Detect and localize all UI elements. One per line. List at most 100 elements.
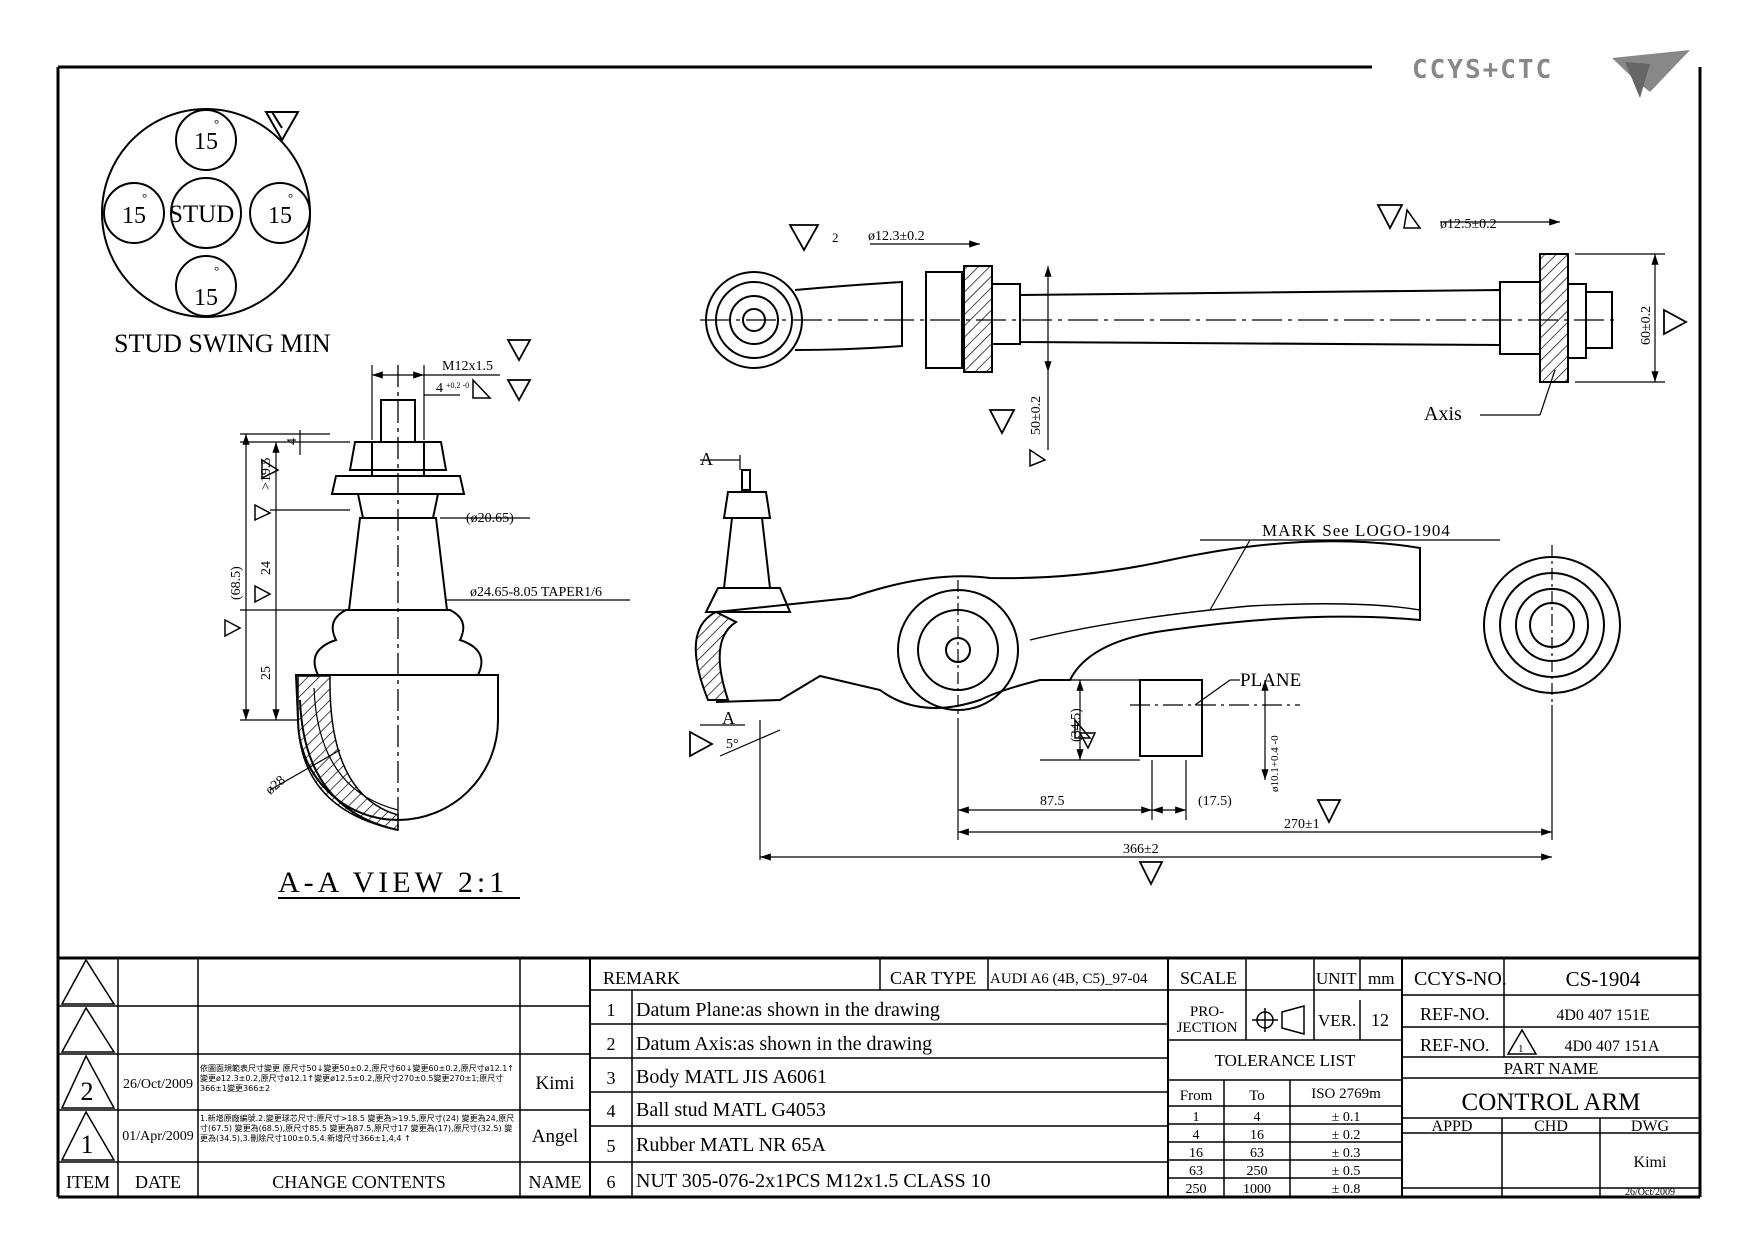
dim-taper: ø24.65-8.05 TAPER1/6 — [470, 585, 602, 600]
svg-text:ISO 2769m: ISO 2769m — [1311, 1086, 1381, 1102]
drawn-date: 26/Oct/2009 — [1625, 1187, 1675, 1198]
dim-dia-left: ø12.3±0.2 — [868, 229, 925, 244]
title-block-grid — [1402, 958, 1700, 1197]
company-logo: CCYS+CTC — [1412, 50, 1690, 98]
svg-text:°: ° — [142, 190, 147, 205]
remark-1: Datum Plane:as shown in the drawing — [636, 999, 940, 1021]
part-name-label: PART NAME — [1504, 1059, 1599, 1078]
unit-value: mm — [1368, 969, 1394, 988]
part-name-value: CONTROL ARM — [1462, 1089, 1641, 1116]
svg-text:6: 6 — [607, 1172, 616, 1192]
remark-5: Rubber MATL NR 65A — [636, 1134, 826, 1156]
svg-text:± 0.1: ± 0.1 — [1332, 1110, 1361, 1125]
dim-thread-length: 4 — [436, 381, 443, 396]
stud-swing-labels: 15 15 15 15 ° ° ° ° STUD STUD SWING MIN — [114, 116, 331, 358]
drawn-by: Kimi — [1634, 1154, 1667, 1171]
unit-label: UNIT — [1316, 969, 1357, 988]
remark-table: REMARK CAR TYPE AUDI A6 (4B, C5)_97-04 1… — [603, 968, 1148, 1192]
section-marker-a-bottom: A — [722, 708, 735, 728]
svg-text:250: 250 — [1186, 1182, 1207, 1197]
header-change: CHANGE CONTENTS — [272, 1172, 446, 1192]
rev-change-2: 依圖面規範表尺寸變更 原尺寸50↓變更50±0.2,原尺寸60↓變更60±0.2… — [200, 1064, 515, 1093]
spec-grid — [1168, 958, 1403, 1197]
tolerance-title: TOLERANCE LIST — [1215, 1051, 1356, 1070]
swing-angle-left: 15 — [122, 203, 146, 229]
remark-4: Ball stud MATL G4053 — [636, 1099, 826, 1121]
svg-text:63: 63 — [1189, 1164, 1203, 1179]
svg-text:± 0.2: ± 0.2 — [1332, 1128, 1361, 1143]
dim-34-5: (34.5) — [1069, 708, 1084, 742]
dim-19-5: >19.5 — [259, 458, 274, 490]
section-view-dims — [224, 339, 630, 899]
dim-366: 366±2 — [1123, 842, 1159, 857]
ver-value: 12 — [1371, 1010, 1389, 1030]
front-view-dims — [689, 455, 1553, 887]
scale-label: SCALE — [1180, 968, 1237, 988]
svg-text:250: 250 — [1247, 1164, 1268, 1179]
front-view — [694, 469, 1621, 757]
svg-text:5: 5 — [607, 1136, 616, 1156]
appd-label: APPD — [1432, 1118, 1473, 1135]
dim-270: 270±1 — [1284, 817, 1320, 832]
logo-text: CCYS+CTC — [1412, 55, 1553, 85]
chd-label: CHD — [1534, 1118, 1568, 1135]
svg-text:1: 1 — [607, 1000, 616, 1020]
dim-24: 24 — [259, 561, 274, 575]
svg-text:4: 4 — [1193, 1128, 1200, 1143]
ref-no-value-2: 4D0 407 151A — [1564, 1038, 1660, 1055]
remark-2: Datum Axis:as shown in the drawing — [636, 1033, 932, 1055]
svg-text:4: 4 — [607, 1101, 616, 1121]
svg-text:From: From — [1180, 1088, 1213, 1104]
rev-date-1: 01/Apr/2009 — [122, 1129, 194, 1144]
rev-date-2: 26/Oct/2009 — [123, 1077, 193, 1092]
car-type-value: AUDI A6 (4B, C5)_97-04 — [990, 971, 1148, 987]
svg-text:°: ° — [214, 263, 219, 278]
ver-label: VER. — [1318, 1011, 1356, 1030]
svg-text:63: 63 — [1250, 1146, 1264, 1161]
dim-50: 50±0.2 — [1029, 396, 1044, 435]
dim-dia-right: ø12.5±0.2 — [1440, 217, 1497, 232]
section-view-title: A-A VIEW 2:1 — [278, 866, 508, 899]
section-view-labels: M12x1.5 4 +0.2 -0 4 >19.5 24 (68.5) 25 (… — [229, 359, 602, 899]
dim-dia-10-1: ø10.1+0.4 -0 — [1269, 735, 1281, 792]
header-name: NAME — [529, 1172, 582, 1192]
dwg-label: DWG — [1631, 1118, 1670, 1135]
svg-text:2: 2 — [607, 1034, 616, 1054]
svg-text:+0.2 -0: +0.2 -0 — [446, 381, 469, 390]
remark-3: Body MATL JIS A6061 — [636, 1066, 827, 1088]
remark-6: NUT 305-076-2x1PCS M12x1.5 CLASS 10 — [636, 1170, 991, 1192]
rev-item-2: 2 — [81, 1077, 94, 1106]
rev-name-1: Angel — [532, 1126, 578, 1147]
top-view-labels: ø12.3±0.2 ø12.5±0.2 50±0.2 60±0.2 Axis 2 — [832, 217, 1654, 435]
svg-text:± 0.5: ± 0.5 — [1332, 1164, 1361, 1179]
dim-ball-dia: ø28 — [263, 773, 289, 798]
svg-text:± 0.8: ± 0.8 — [1332, 1182, 1361, 1197]
svg-text:JECTION: JECTION — [1177, 1020, 1238, 1036]
remark-table-grid — [590, 958, 1169, 1197]
dim-thread: M12x1.5 — [442, 359, 493, 374]
axis-label: Axis — [1424, 403, 1462, 425]
swing-angle-right: 15 — [268, 203, 292, 229]
sheet-border — [56, 65, 1702, 1199]
dim-4: 4 — [285, 438, 300, 445]
svg-text:°: ° — [288, 190, 293, 205]
section-marker-a-top: A — [700, 449, 713, 469]
projection-label: PRO- — [1190, 1004, 1224, 1020]
rev-change-1: 1.新增原廠編號.2.變更球芯尺寸:原尺寸>18.5 變更為>19.5,原尺寸(… — [200, 1114, 515, 1143]
stud-swing-caption: STUD SWING MIN — [114, 329, 331, 358]
plane-label: PLANE — [1240, 670, 1301, 691]
dim-dia-20-65: (ø20.65) — [466, 511, 514, 526]
swing-angle-bottom: 15 — [194, 285, 218, 311]
svg-text:1: 1 — [1518, 1043, 1524, 1055]
spec-block: SCALE UNIT mm PRO- JECTION VER. 12 TOLER… — [1177, 968, 1395, 1197]
rev-item-1: 1 — [81, 1130, 94, 1159]
svg-text:1: 1 — [1193, 1110, 1200, 1125]
swing-center-label: STUD — [169, 201, 234, 228]
header-item: ITEM — [66, 1172, 110, 1192]
svg-text:16: 16 — [1250, 1128, 1264, 1143]
remark-header: REMARK — [603, 968, 680, 988]
svg-text:3: 3 — [607, 1068, 616, 1088]
revision-table-grid — [58, 958, 591, 1197]
swing-angle-top: 15 — [194, 129, 218, 155]
